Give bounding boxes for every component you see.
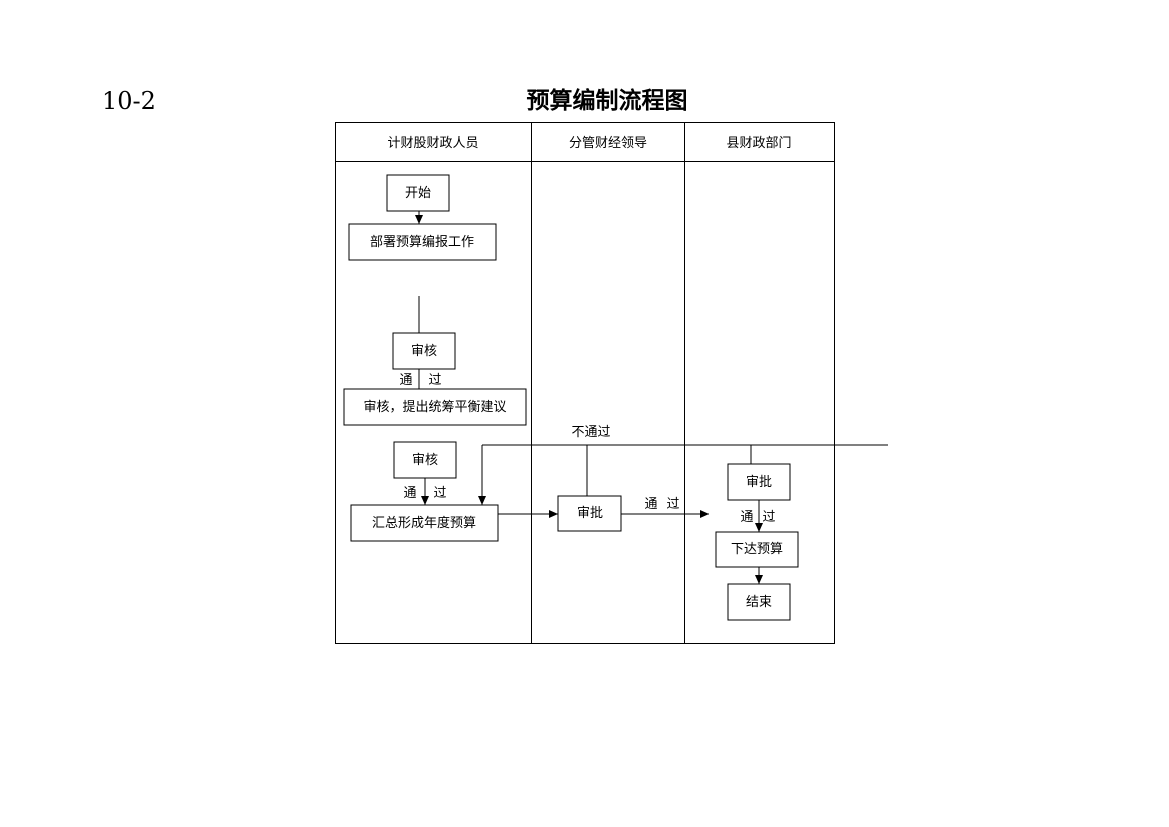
node-county-approve: 审批: [727, 463, 791, 501]
edge-label-pass: 通: [403, 486, 416, 501]
node-leader-approve: 审批: [557, 495, 622, 532]
node-summary: 汇总形成年度预算: [350, 504, 499, 542]
node-suggest: 审核，提出统筹平衡建议: [343, 388, 527, 426]
lane-header-finance-staff: 计财股财政人员: [387, 136, 478, 151]
node-leader-approve-label: 审批: [577, 506, 603, 521]
node-suggest-label: 审核，提出统筹平衡建议: [363, 399, 506, 415]
connectors: [415, 211, 888, 584]
lane-header-leader: 分管财经领导: [569, 136, 647, 151]
node-start: 开始: [386, 174, 450, 212]
node-start-label: 开始: [405, 186, 431, 201]
node-review2-label: 审核: [412, 453, 438, 468]
edge-label-pass: 过: [666, 497, 679, 512]
node-review1-label: 审核: [411, 344, 437, 359]
node-issue: 下达预算: [715, 531, 799, 568]
edge-label-reject: 不通过: [571, 425, 610, 440]
node-end-label: 结束: [746, 595, 772, 610]
page-number: 10-2: [102, 87, 156, 115]
node-end: 结束: [727, 583, 791, 621]
edge-label-pass: 通: [399, 373, 412, 388]
edge-label-pass: 过: [762, 510, 775, 525]
edge-label-pass: 过: [428, 373, 441, 388]
node-issue-label: 下达预算: [731, 542, 783, 557]
node-summary-label: 汇总形成年度预算: [372, 515, 476, 531]
lane-header-county-finance: 县财政部门: [726, 136, 791, 151]
node-county-approve-label: 审批: [746, 475, 772, 490]
swimlane-border: [335, 122, 835, 644]
edge-label-pass: 过: [433, 486, 446, 501]
node-review2: 审核: [393, 441, 457, 479]
page-title: 预算编制流程图: [526, 87, 688, 114]
edge-label-pass: 通: [644, 497, 657, 512]
node-deploy-label: 部署预算编报工作: [370, 235, 474, 250]
node-deploy: 部署预算编报工作: [348, 223, 497, 261]
edge-label-pass: 通: [740, 510, 753, 525]
node-review1: 审核: [392, 332, 456, 370]
swimlane-grid: [335, 122, 835, 644]
